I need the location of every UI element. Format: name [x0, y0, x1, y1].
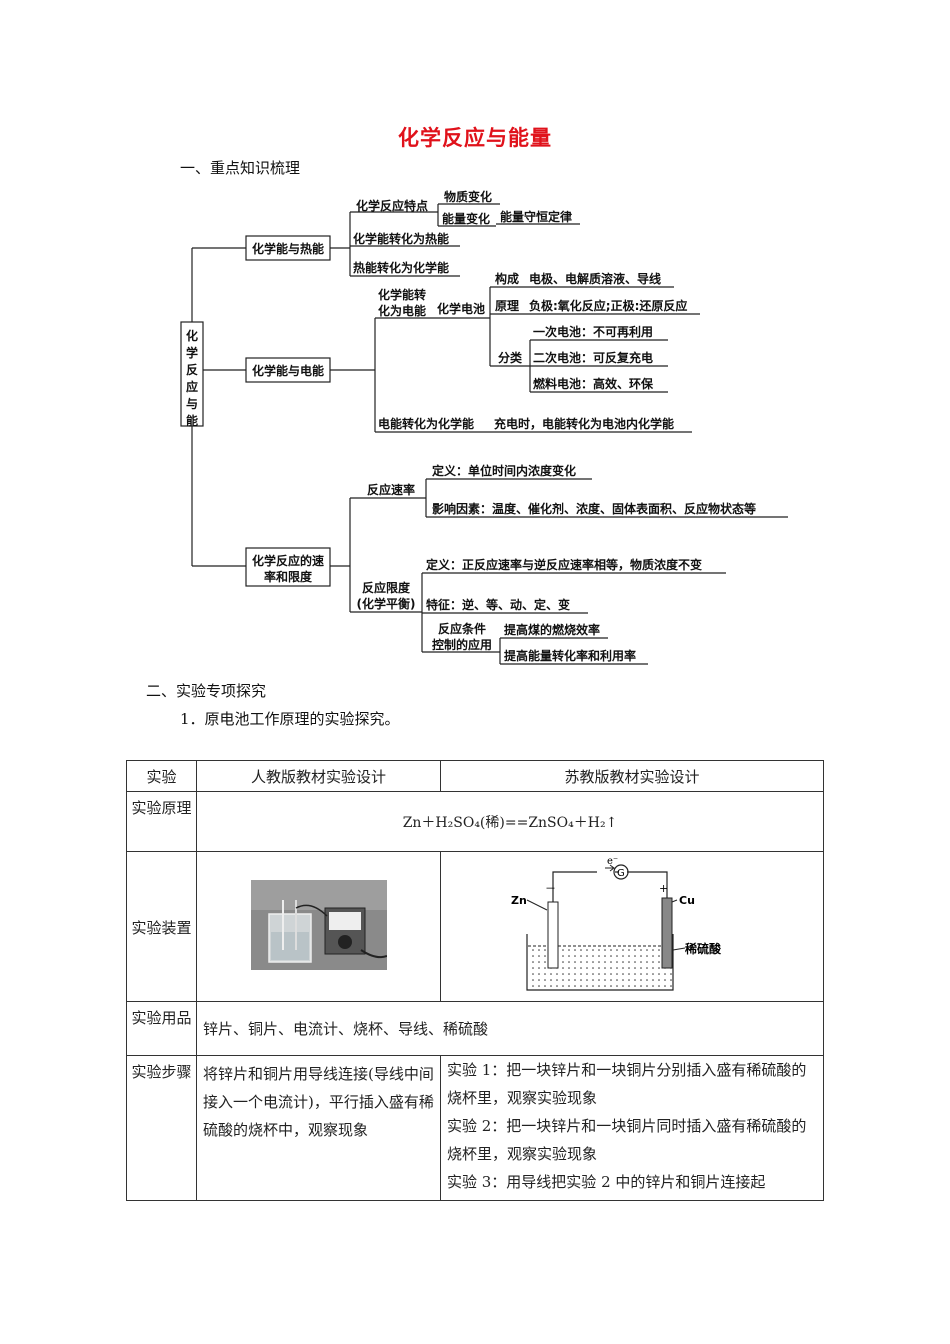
mm-rate-factors: 影响因素：温度、催化剂、浓度、固体表面积、反应物状态等 — [432, 501, 756, 516]
mm-fuel: 燃料电池：高效、环保 — [533, 376, 654, 391]
header-experiment: 实验 — [126, 760, 197, 792]
mm-root-5: 与 — [186, 397, 198, 411]
mm-control-1: 反应条件 — [438, 621, 486, 636]
mm-rate: 反应速率 — [367, 482, 415, 497]
mm-root-2: 学 — [186, 345, 198, 360]
cu-label: Cu — [679, 894, 695, 907]
mm-elec-from: 电能转化为化学能 — [378, 416, 474, 431]
mm-compose-val: 电极、电解质溶液、导线 — [529, 271, 661, 286]
section-heading-2: 二、实验专项探究 — [146, 682, 267, 700]
mm-efficiency: 提高能量转化率和利用率 — [504, 648, 636, 663]
table-row: 实验原理 Zn＋H₂SO₄(稀)==ZnSO₄＋H₂↑ — [126, 791, 824, 852]
table-row: 实验步骤 将锌片和铜片用导线连接(导线中间接入一个电流计)，平行插入盛有稀硫酸的… — [126, 1055, 824, 1201]
label-steps: 实验步骤 — [126, 1055, 197, 1201]
mm-heat-conservation: 能量守恒定律 — [500, 209, 572, 224]
mm-heat-from: 热能转化为化学能 — [353, 260, 449, 275]
step-1: 实验 1：把一块锌片和一块铜片分别插入盛有稀硫酸的烧杯里，观察实验现象 — [447, 1061, 807, 1107]
mm-branch-heat: 化学能与热能 — [252, 241, 324, 256]
mm-root-6: 能 — [186, 413, 198, 428]
mm-root-1: 化 — [186, 328, 198, 343]
solution-label: 稀硫酸 — [685, 941, 722, 956]
apparatus-photo — [250, 879, 387, 970]
mm-branch-rate-2: 率和限度 — [264, 569, 313, 584]
mm-branch-electric: 化学能与电能 — [252, 363, 324, 378]
mm-elec-to-2: 化为电能 — [378, 303, 426, 318]
mm-compose: 构成 — [495, 271, 519, 286]
experiment-table: 实验 人教版教材实验设计 苏教版教材实验设计 实验原理 Zn＋H₂SO₄(稀)=… — [126, 760, 824, 1201]
header-renjiao: 人教版教材实验设计 — [196, 760, 441, 792]
mm-branch-rate-1: 化学反应的速 — [252, 553, 324, 568]
step-2: 实验 2：把一块锌片和一块铜片同时插入盛有稀硫酸的烧杯里，观察实验现象 — [447, 1117, 807, 1163]
mm-heat-energy: 能量变化 — [442, 211, 490, 226]
mm-elec-to-1: 化学能转 — [378, 287, 426, 302]
zn-label: Zn — [511, 894, 527, 907]
mm-heat-matter: 物质变化 — [444, 189, 492, 204]
mm-limit-2: (化学平衡) — [357, 596, 416, 611]
mm-limit-feature: 特征：逆、等、动、定、变 — [426, 597, 570, 612]
table-row: 实验用品 锌片、铜片、电流计、烧杯、导线、稀硫酸 — [126, 1001, 824, 1056]
positive-sign: + — [659, 882, 668, 895]
mm-secondary: 二次电池：可反复充电 — [533, 350, 653, 365]
mm-charging: 充电时，电能转化为电池内化学能 — [494, 416, 674, 431]
galvanometer-label: G — [617, 868, 625, 879]
step-3: 实验 3：用导线把实验 2 中的锌片和铜片连接起 — [447, 1173, 766, 1191]
mm-rate-def: 定义：单位时间内浓度变化 — [432, 463, 576, 478]
mm-primary: 一次电池：不可再利用 — [533, 324, 653, 339]
principle-equation: Zn＋H₂SO₄(稀)==ZnSO₄＋H₂↑ — [196, 791, 824, 852]
mm-heat-to: 化学能转化为热能 — [353, 231, 449, 246]
label-materials: 实验用品 — [126, 1001, 197, 1056]
materials-value: 锌片、铜片、电流计、烧杯、导线、稀硫酸 — [196, 1001, 824, 1056]
mm-coal: 提高煤的燃烧效率 — [504, 622, 600, 637]
page-title: 化学反应与能量 — [398, 126, 552, 150]
item-1: 1．原电池工作原理的实验探究。 — [180, 710, 400, 728]
mm-principle: 原理 — [495, 299, 519, 313]
mm-heat-feature: 化学反应特点 — [356, 198, 428, 213]
table-row: 实验 人教版教材实验设计 苏教版教材实验设计 — [126, 760, 824, 792]
mm-battery: 化学电池 — [437, 301, 485, 316]
mm-root-4: 应 — [186, 379, 198, 394]
mm-root-3: 反 — [186, 362, 198, 377]
mm-classify: 分类 — [498, 350, 523, 365]
mm-principle-val: 负极:氧化反应;正极:还原反应 — [529, 298, 687, 313]
electron-label: e⁻ — [607, 856, 618, 867]
negative-sign: － — [545, 882, 556, 895]
header-sujiao: 苏教版教材实验设计 — [440, 760, 824, 792]
knowledge-mindmap: 化 学 反 应 与 能 化学能与热能 化学反应特点 物质变化 能量变化 能量守恒… — [180, 189, 788, 665]
steps-renjiao: 将锌片和铜片用导线连接(导线中间接入一个电流计)，平行插入盛有稀硫酸的烧杯中，观… — [196, 1055, 441, 1201]
table-row: 实验装置 — [126, 851, 824, 1002]
label-principle: 实验原理 — [126, 791, 197, 852]
section-heading-1: 一、重点知识梳理 — [180, 159, 301, 177]
mm-limit-def: 定义：正反应速率与逆反应速率相等，物质浓度不变 — [426, 557, 702, 572]
mm-control-2: 控制的应用 — [432, 637, 492, 652]
label-apparatus: 实验装置 — [126, 851, 197, 1002]
galvanic-cell-diagram: e⁻ G － + Zn Cu 稀硫酸 — [507, 852, 757, 994]
mm-limit-1: 反应限度 — [362, 580, 411, 595]
